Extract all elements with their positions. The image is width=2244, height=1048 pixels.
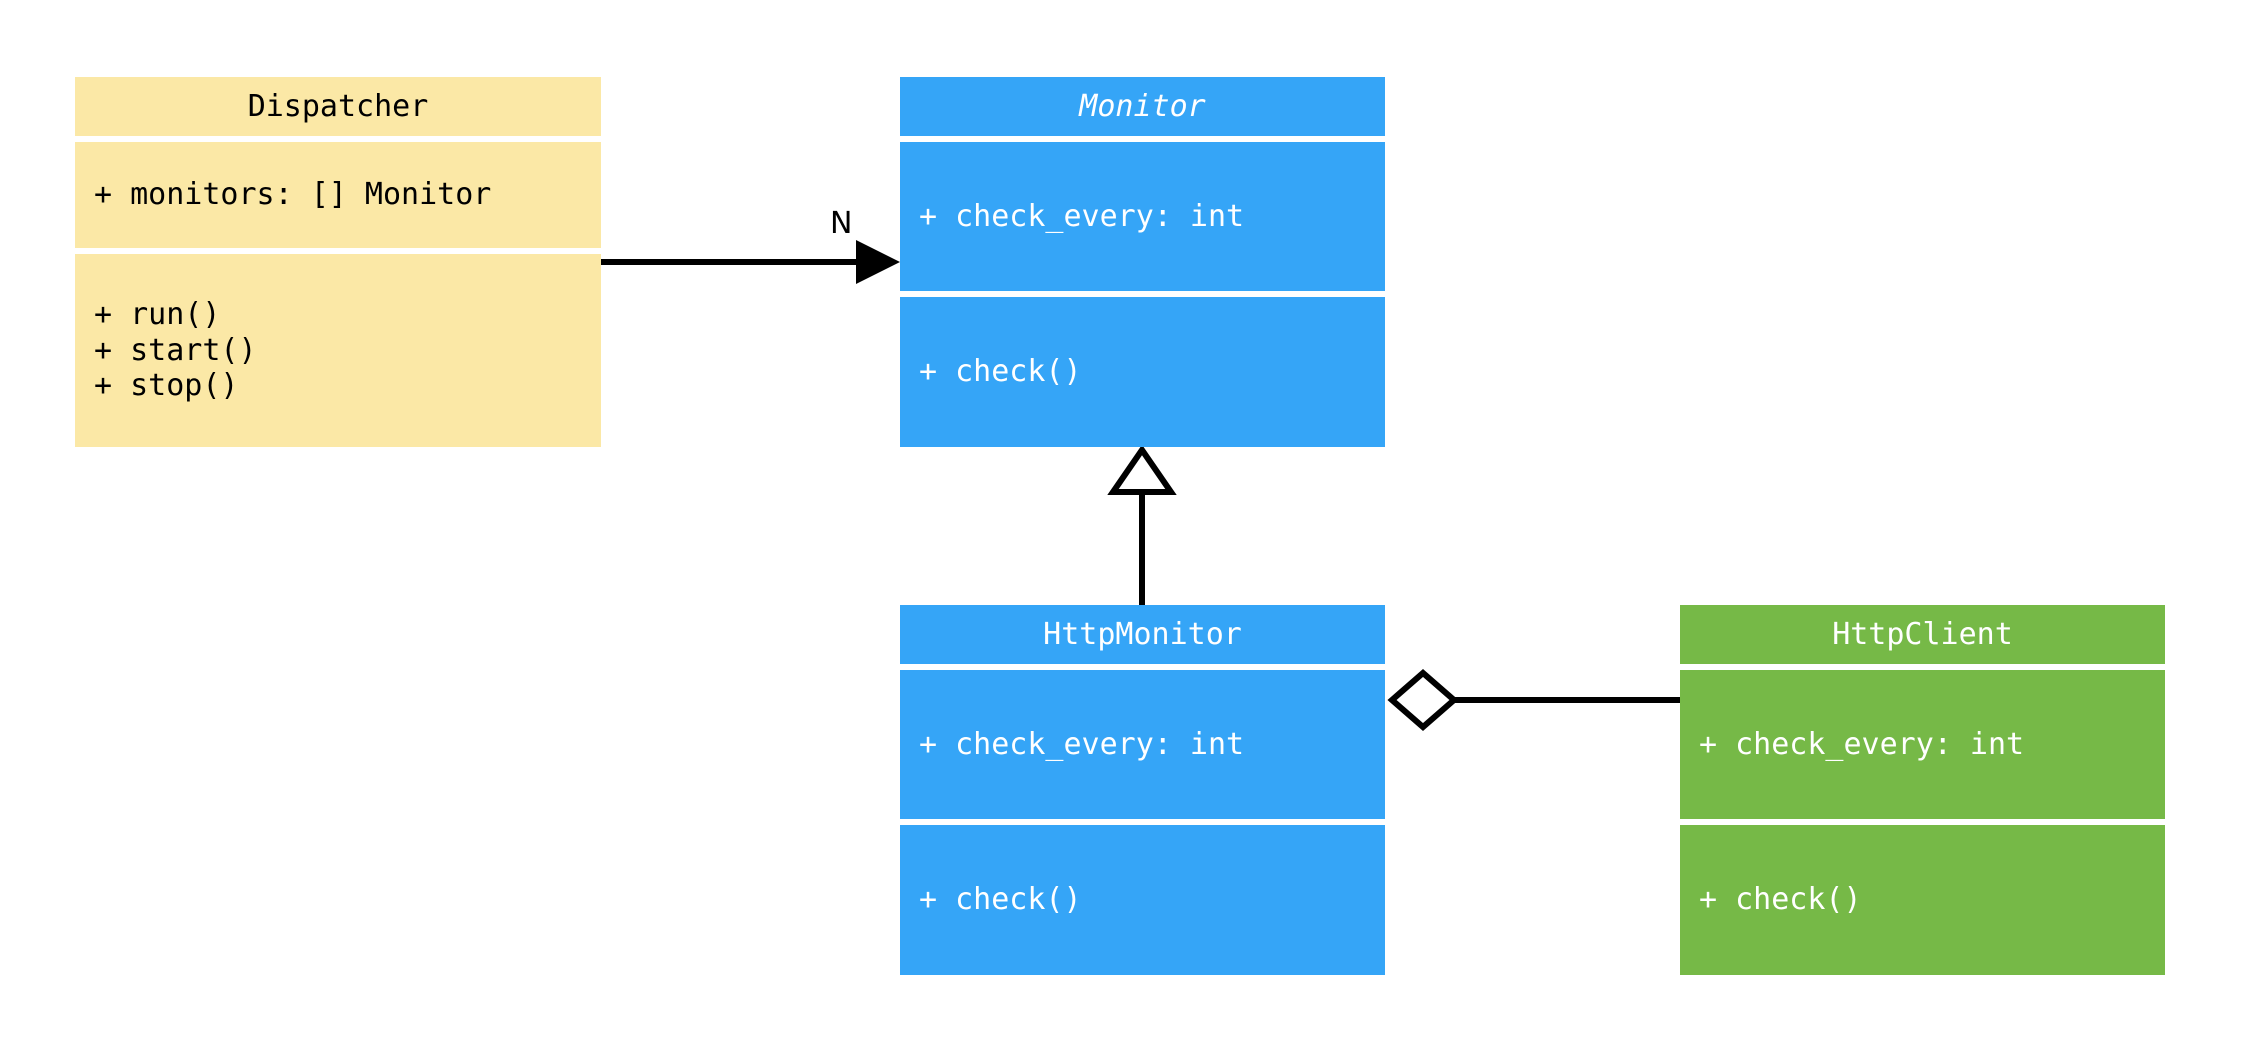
- attribute-row: + check_every: int: [919, 726, 1245, 762]
- edge-httpmonitor-to-httpclient: [1387, 669, 1680, 731]
- compartment-divider: [900, 819, 1385, 825]
- edge-label-multiplicity-n: N: [830, 206, 853, 241]
- method-row: + check(): [1699, 882, 1862, 918]
- class-box-http-client[interactable]: HttpClient + check_every: int + check(): [1680, 605, 2165, 975]
- attribute-row: + check_every: int: [919, 198, 1245, 234]
- class-title-monitor: Monitor: [900, 77, 1385, 136]
- method-row: + start(): [94, 332, 257, 368]
- attribute-row: + check_every: int: [1699, 726, 2025, 762]
- hollow-triangle-icon: [1107, 444, 1177, 495]
- compartment-divider: [900, 664, 1385, 670]
- class-methods-monitor: + check(): [900, 297, 1385, 447]
- class-attributes-http-monitor: + check_every: int: [900, 670, 1385, 819]
- class-box-dispatcher[interactable]: Dispatcher + monitors: [] Monitor + run(…: [75, 77, 601, 447]
- method-row: + check(): [919, 882, 1082, 918]
- class-title-http-client: HttpClient: [1680, 605, 2165, 664]
- class-attributes-monitor: + check_every: int: [900, 142, 1385, 291]
- class-methods-dispatcher: + run() + start() + stop(): [75, 254, 601, 447]
- hollow-diamond-icon: [1387, 669, 1459, 731]
- class-title-http-monitor: HttpMonitor: [900, 605, 1385, 664]
- class-box-http-monitor[interactable]: HttpMonitor + check_every: int + check(): [900, 605, 1385, 975]
- attribute-row: + monitors: [] Monitor: [94, 177, 492, 213]
- arrowhead-filled-icon: [856, 240, 900, 284]
- compartment-divider: [900, 136, 1385, 142]
- class-methods-http-monitor: + check(): [900, 825, 1385, 975]
- compartment-divider: [75, 136, 601, 142]
- edge-httpmonitor-to-monitor: [1107, 444, 1177, 605]
- method-row: + check(): [919, 354, 1082, 390]
- class-attributes-http-client: + check_every: int: [1680, 670, 2165, 819]
- compartment-divider: [900, 291, 1385, 297]
- compartment-divider: [75, 248, 601, 254]
- method-row: + stop(): [94, 368, 239, 404]
- compartment-divider: [1680, 664, 2165, 670]
- class-box-monitor[interactable]: Monitor + check_every: int + check(): [900, 77, 1385, 447]
- edge-dispatcher-to-monitor: [601, 240, 900, 284]
- compartment-divider: [1680, 819, 2165, 825]
- method-row: + run(): [94, 297, 221, 333]
- class-methods-http-client: + check(): [1680, 825, 2165, 975]
- class-attributes-dispatcher: + monitors: [] Monitor: [75, 142, 601, 248]
- class-title-dispatcher: Dispatcher: [75, 77, 601, 136]
